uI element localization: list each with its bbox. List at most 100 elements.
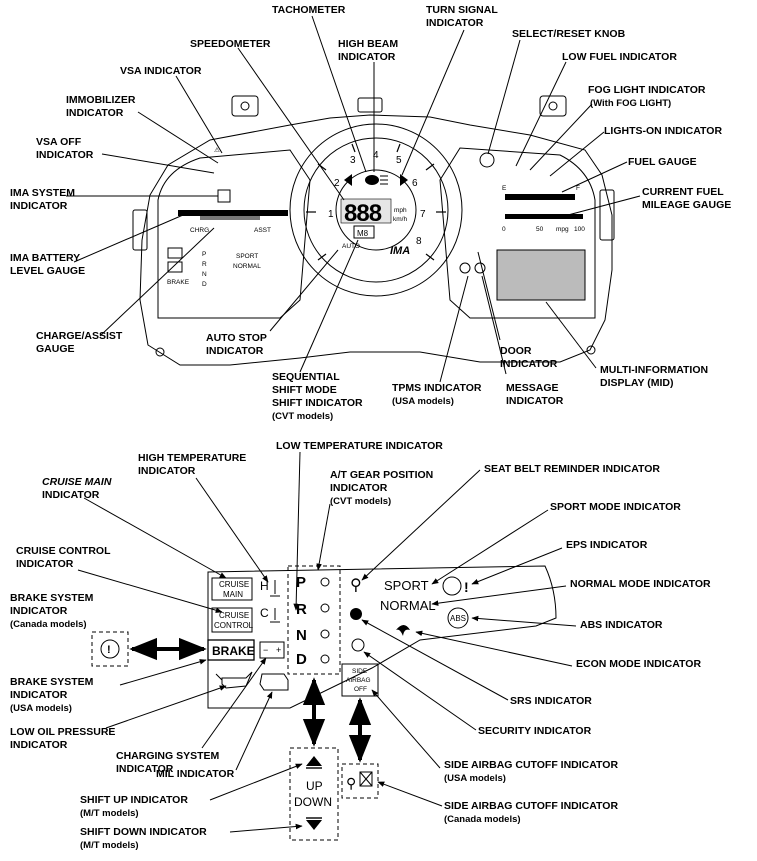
label-shift-up: SHIFT UP INDICATOR xyxy=(80,794,188,806)
label-auto-stop-1: AUTO STOP xyxy=(206,332,267,344)
prnd-small-n: N xyxy=(202,271,207,278)
brake-box-text: BRAKE xyxy=(212,644,255,658)
gear-d: D xyxy=(296,651,307,668)
label-sequential-1: SEQUENTIAL xyxy=(272,371,340,383)
mileage-50: 50 xyxy=(536,226,544,233)
label-cruise-main-2: INDICATOR xyxy=(42,489,100,501)
brake-box xyxy=(207,639,255,661)
shift-up-icon xyxy=(306,756,322,766)
label-low-fuel: LOW FUEL INDICATOR xyxy=(562,51,677,63)
label-ima-system-1: IMA SYSTEM xyxy=(10,187,75,199)
label-sport-mode: SPORT MODE INDICATOR xyxy=(550,501,681,513)
label-sequential-2: SHIFT MODE xyxy=(272,384,337,396)
brake-small: BRAKE xyxy=(167,279,190,286)
mil-icon xyxy=(259,673,289,691)
label-immobilizer-1: IMMOBILIZER xyxy=(66,94,136,106)
fuel-gauge-bar xyxy=(505,194,575,200)
label-low-oil-2: INDICATOR xyxy=(10,739,68,751)
seat-belt-icon: ⚲ xyxy=(350,577,362,594)
gear-n: N xyxy=(296,627,307,644)
charge-assist-bar xyxy=(178,210,288,216)
label-message-2: INDICATOR xyxy=(506,395,564,407)
tach-number-6: 6 xyxy=(412,178,418,189)
tach-number-5: 5 xyxy=(396,155,402,166)
label-door-1: DOOR xyxy=(500,345,532,357)
ima-system-icon xyxy=(217,189,231,203)
label-mid-2: DISPLAY (MID) xyxy=(600,377,674,389)
label-at-gear-1: A/T GEAR POSITION xyxy=(330,469,433,481)
label-turn-signal-1: TURN SIGNAL xyxy=(426,4,498,16)
cruise-control-text-2: CONTROL xyxy=(214,621,254,630)
tach-number-3: 3 xyxy=(350,155,356,166)
fuel-e-label: E xyxy=(502,185,507,192)
label-tachometer: TACHOMETER xyxy=(272,4,346,16)
svg-text:⚲: ⚲ xyxy=(346,775,356,791)
label-sequential-3: SHIFT INDICATOR xyxy=(272,397,363,409)
label-side-airbag-usa: SIDE AIRBAG CUTOFF INDICATOR xyxy=(444,759,618,771)
down-text: DOWN xyxy=(294,795,332,809)
bottom-leader-lines xyxy=(77,451,577,833)
bold-arrows xyxy=(129,637,372,763)
label-side-airbag-usa-sub: (USA models) xyxy=(444,773,506,784)
svg-text:!: ! xyxy=(107,644,111,656)
up-text: UP xyxy=(306,779,323,793)
label-high-temp-2: INDICATOR xyxy=(138,465,196,477)
low-temp-c: C xyxy=(260,606,269,620)
sport-small: SPORT xyxy=(236,253,258,260)
label-select-reset: SELECT/RESET KNOB xyxy=(512,28,626,40)
ima-logo: IMA xyxy=(390,245,410,257)
indicator-panel: CRUISE MAIN CRUISE CONTROL H C BRAKE − +… xyxy=(91,565,557,841)
abs-text: ABS xyxy=(450,614,466,623)
mileage-0: 0 xyxy=(502,226,506,233)
fuel-f-label: F xyxy=(576,185,580,192)
tpms-icon xyxy=(459,262,471,274)
tach-number-1: 1 xyxy=(328,209,334,220)
label-vsa-off-1: VSA OFF xyxy=(36,136,82,148)
label-srs: SRS INDICATOR xyxy=(510,695,592,707)
side-airbag-text-1: SIDE xyxy=(352,668,368,675)
prnd-small-r: R xyxy=(202,261,207,268)
label-current-fuel-1: CURRENT FUEL xyxy=(642,186,724,198)
label-ima-battery-1: IMA BATTERY xyxy=(10,252,80,264)
charging-system-icon: − + xyxy=(259,641,285,659)
bottom-labels: LOW TEMPERATURE INDICATOR HIGH TEMPERATU… xyxy=(10,440,711,851)
label-normal-mode: NORMAL MODE INDICATOR xyxy=(570,578,711,590)
label-econ: ECON MODE INDICATOR xyxy=(576,658,701,670)
label-cruise-control-2: INDICATOR xyxy=(16,558,74,570)
cruise-main-box xyxy=(211,577,253,601)
label-seat-belt: SEAT BELT REMINDER INDICATOR xyxy=(484,463,660,475)
econ-icon xyxy=(392,625,414,636)
label-lights-on: LIGHTS-ON INDICATOR xyxy=(604,125,722,137)
multi-info-display xyxy=(496,249,586,301)
label-charge-assist-2: GAUGE xyxy=(36,343,75,355)
speed-unit-kmh: km/h xyxy=(393,216,407,223)
gear-p: P xyxy=(296,574,306,591)
label-ima-battery-2: LEVEL GAUGE xyxy=(10,265,85,277)
side-airbag-text-2: AIRBAG xyxy=(346,677,371,684)
label-vsa-off-2: INDICATOR xyxy=(36,149,94,161)
temp-thermometer-icon xyxy=(270,580,280,623)
side-airbag-text-3: OFF xyxy=(354,686,367,693)
label-charging-2: INDICATOR xyxy=(116,763,174,775)
label-brake-usa-2: INDICATOR xyxy=(10,689,68,701)
speed-unit-mph: mph xyxy=(394,207,407,214)
label-high-beam-1: HIGH BEAM xyxy=(338,38,398,50)
shift-down-icon xyxy=(306,820,322,830)
label-current-fuel-2: MILEAGE GAUGE xyxy=(642,199,731,211)
brake-canada-icon: ! xyxy=(100,639,120,659)
vsa-small: ⚠ xyxy=(214,146,220,154)
select-reset-knob[interactable] xyxy=(479,152,495,168)
label-sequential-sub: (CVT models) xyxy=(272,411,333,422)
label-brake-canada-sub: (Canada models) xyxy=(10,619,87,630)
mileage-gauge-bar xyxy=(505,214,583,219)
svg-text:!: ! xyxy=(464,579,469,595)
turn-right-icon xyxy=(400,174,408,186)
eps-icon: ! xyxy=(442,576,469,596)
label-ima-system-2: INDICATOR xyxy=(10,200,68,212)
prnd-small-p: P xyxy=(202,251,206,258)
label-vsa: VSA INDICATOR xyxy=(120,65,202,77)
label-cruise-control-1: CRUISE CONTROL xyxy=(16,545,111,557)
label-door-2: INDICATOR xyxy=(500,358,558,370)
turn-left-icon xyxy=(344,174,352,186)
label-brake-canada-2: INDICATOR xyxy=(10,605,68,617)
